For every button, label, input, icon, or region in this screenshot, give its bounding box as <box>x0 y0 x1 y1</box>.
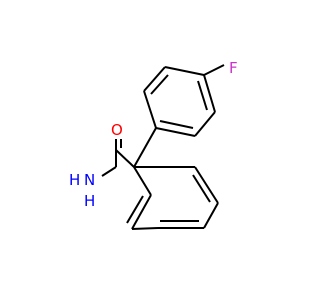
nitrogen-label: N <box>84 171 95 189</box>
hydrogen-label: H <box>69 171 80 189</box>
bond <box>203 64 225 76</box>
bond <box>143 66 166 92</box>
bond <box>194 111 216 137</box>
atom-labels: F O N H H <box>69 59 238 210</box>
bond <box>126 195 144 224</box>
bond <box>155 127 196 137</box>
bond <box>203 74 216 113</box>
fluorine-label: F <box>229 59 238 77</box>
bond <box>194 166 219 204</box>
bond <box>131 227 159 230</box>
bond <box>131 194 152 230</box>
bond <box>133 127 157 168</box>
bond <box>164 66 205 76</box>
bond <box>159 120 194 129</box>
bond <box>115 149 135 168</box>
bonds <box>101 64 225 230</box>
bond <box>101 166 117 177</box>
bond <box>192 174 211 203</box>
bond <box>143 90 157 129</box>
bond <box>133 166 152 196</box>
molecule-structure: F O N H H <box>69 59 238 230</box>
hydrogen-label: H <box>84 192 95 210</box>
oxygen-label: O <box>111 121 123 139</box>
bond <box>150 74 169 95</box>
bond <box>203 202 219 229</box>
bond <box>197 80 208 111</box>
